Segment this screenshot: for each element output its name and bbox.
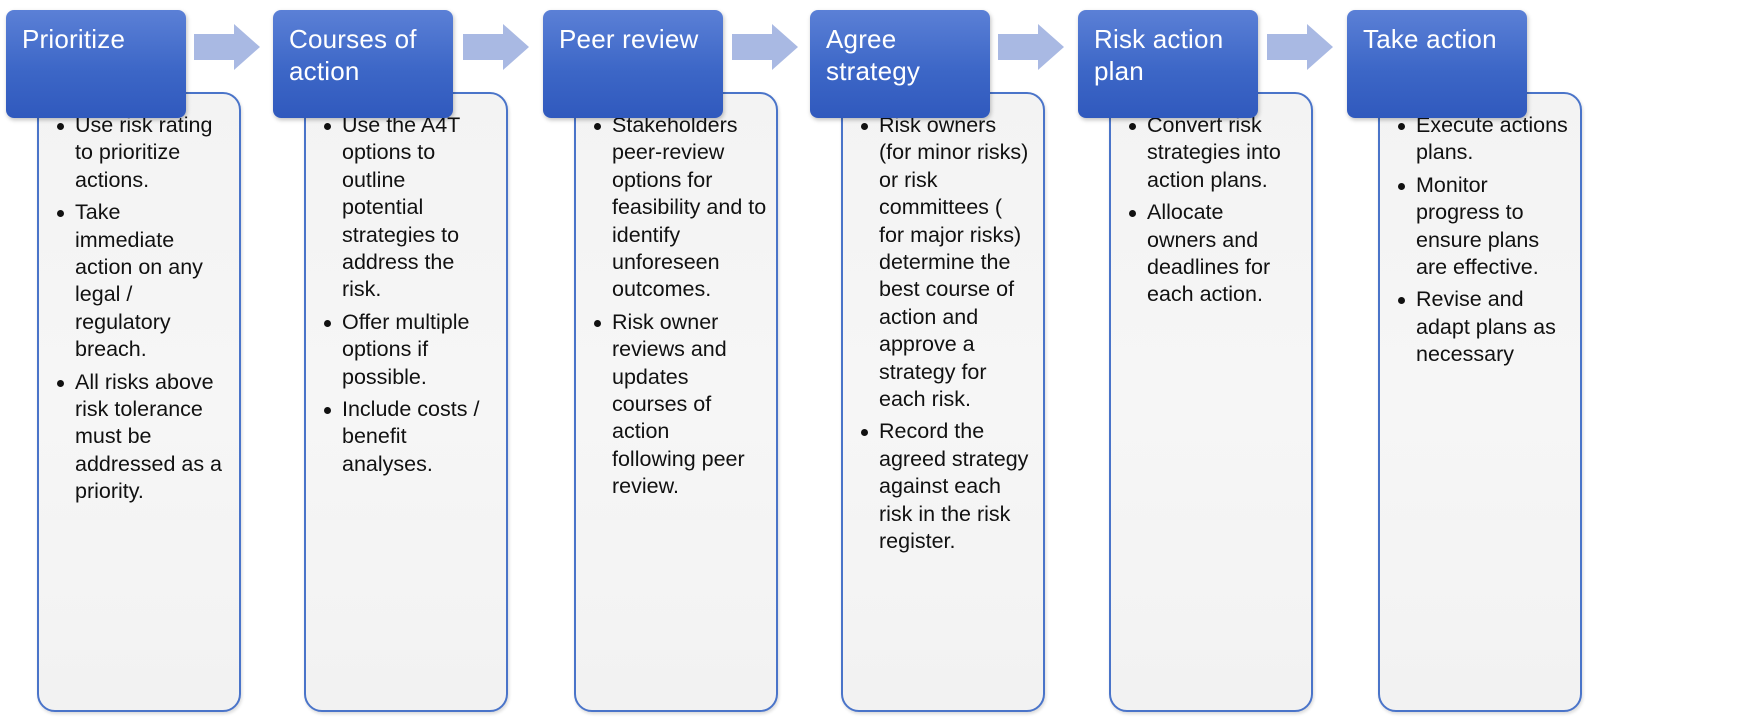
bullet-dot-icon: [324, 319, 331, 327]
bullet-text: Risk owners (for minor risks) or risk co…: [879, 113, 1029, 412]
bullet-dot-icon: [1129, 123, 1136, 130]
step-bullet-list: Risk owners (for minor risks) or risk co…: [859, 112, 1033, 556]
bullet-dot-icon: [594, 319, 601, 327]
bullet-text: Take immediate action on any legal / reg…: [75, 200, 203, 362]
right-arrow-icon: [732, 24, 798, 70]
bullet-item: Monitor progress to ensure plans are eff…: [1396, 172, 1566, 282]
bullet-item: Convert risk strategies into action plan…: [1127, 112, 1297, 194]
step-prioritize: Use risk rating to prioritize actions. T…: [6, 10, 241, 712]
step-title: Take action: [1347, 10, 1527, 118]
step-courses-of-action: Use the A4T options to outline potential…: [273, 10, 508, 712]
bullet-text: Execute actions plans.: [1416, 113, 1568, 165]
bullet-text: Allocate owners and deadlines for each a…: [1147, 200, 1271, 307]
bullet-text: Use the A4T options to outline potential…: [342, 113, 460, 302]
bullet-item: Allocate owners and deadlines for each a…: [1127, 199, 1297, 309]
bullet-dot-icon: [1398, 182, 1405, 190]
bullet-text: Include costs / benefit analyses.: [342, 397, 480, 476]
bullet-item: Risk owner reviews and updates courses o…: [592, 309, 752, 501]
step-title: Risk action plan: [1078, 10, 1258, 118]
step-details-card: Stakeholders peer-review options for fea…: [574, 92, 778, 712]
bullet-item: Take immediate action on any legal / reg…: [55, 199, 225, 363]
bullet-dot-icon: [324, 407, 331, 415]
bullet-dot-icon: [861, 123, 868, 130]
bullet-text: Risk owner reviews and updates courses o…: [612, 309, 745, 499]
step-bullet-list: Execute actions plans. Monitor progress …: [1396, 112, 1570, 369]
bullet-text: Monitor progress to ensure plans are eff…: [1416, 172, 1540, 280]
bullet-text: Convert risk strategies into action plan…: [1147, 113, 1281, 192]
step-bullet-list: Use risk rating to prioritize actions. T…: [55, 112, 229, 506]
bullet-dot-icon: [1129, 210, 1136, 218]
step-details-card: Convert risk strategies into action plan…: [1109, 92, 1313, 712]
step-title: Prioritize: [6, 10, 186, 118]
step-details-card: Use risk rating to prioritize actions. T…: [37, 92, 241, 712]
bullet-item: Revise and adapt plans as necessary: [1396, 286, 1566, 368]
bullet-item: Offer multiple options if possible.: [322, 309, 502, 391]
step-peer-review: Stakeholders peer-review options for fea…: [543, 10, 778, 712]
step-bullet-list: Stakeholders peer-review options for fea…: [592, 112, 766, 501]
bullet-dot-icon: [57, 123, 64, 130]
bullet-text: Record the agreed strategy against each …: [879, 419, 1029, 554]
bullet-dot-icon: [57, 379, 64, 387]
bullet-item: Use risk rating to prioritize actions.: [55, 112, 220, 194]
bullet-item: Risk owners (for minor risks) or risk co…: [859, 112, 1029, 413]
bullet-item: Include costs / benefit analyses.: [322, 396, 492, 478]
right-arrow-icon: [1267, 24, 1333, 70]
bullet-text: Offer multiple options if possible.: [342, 309, 470, 389]
step-title: Agree strategy: [810, 10, 990, 118]
step-take-action: Execute actions plans. Monitor progress …: [1347, 10, 1582, 712]
bullet-dot-icon: [57, 210, 64, 218]
step-details-card: Execute actions plans. Monitor progress …: [1378, 92, 1582, 712]
bullet-dot-icon: [324, 123, 331, 130]
bullet-text: Use risk rating to prioritize actions.: [75, 113, 213, 192]
bullet-dot-icon: [1398, 123, 1405, 130]
bullet-dot-icon: [861, 429, 868, 437]
bullet-item: Stakeholders peer-review options for fea…: [592, 112, 770, 304]
step-bullet-list: Convert risk strategies into action plan…: [1127, 112, 1301, 309]
bullet-text: All risks above risk tolerance must be a…: [75, 369, 223, 504]
bullet-dot-icon: [1398, 297, 1405, 305]
step-title: Courses of action: [273, 10, 453, 118]
bullet-text: Revise and adapt plans as necessary: [1416, 287, 1556, 367]
step-risk-action-plan: Convert risk strategies into action plan…: [1078, 10, 1313, 712]
step-details-card: Risk owners (for minor risks) or risk co…: [841, 92, 1045, 712]
bullet-item: Record the agreed strategy against each …: [859, 418, 1039, 555]
step-details-card: Use the A4T options to outline potential…: [304, 92, 508, 712]
step-agree-strategy: Risk owners (for minor risks) or risk co…: [810, 10, 1045, 712]
right-arrow-icon: [998, 24, 1064, 70]
step-title: Peer review: [543, 10, 723, 118]
bullet-item: Use the A4T options to outline potential…: [322, 112, 492, 304]
bullet-text: Stakeholders peer-review options for fea…: [612, 113, 767, 302]
right-arrow-icon: [463, 24, 529, 70]
step-bullet-list: Use the A4T options to outline potential…: [322, 112, 496, 478]
bullet-item: All risks above risk tolerance must be a…: [55, 369, 225, 506]
bullet-dot-icon: [594, 123, 601, 130]
bullet-item: Execute actions plans.: [1396, 112, 1576, 167]
right-arrow-icon: [194, 24, 260, 70]
